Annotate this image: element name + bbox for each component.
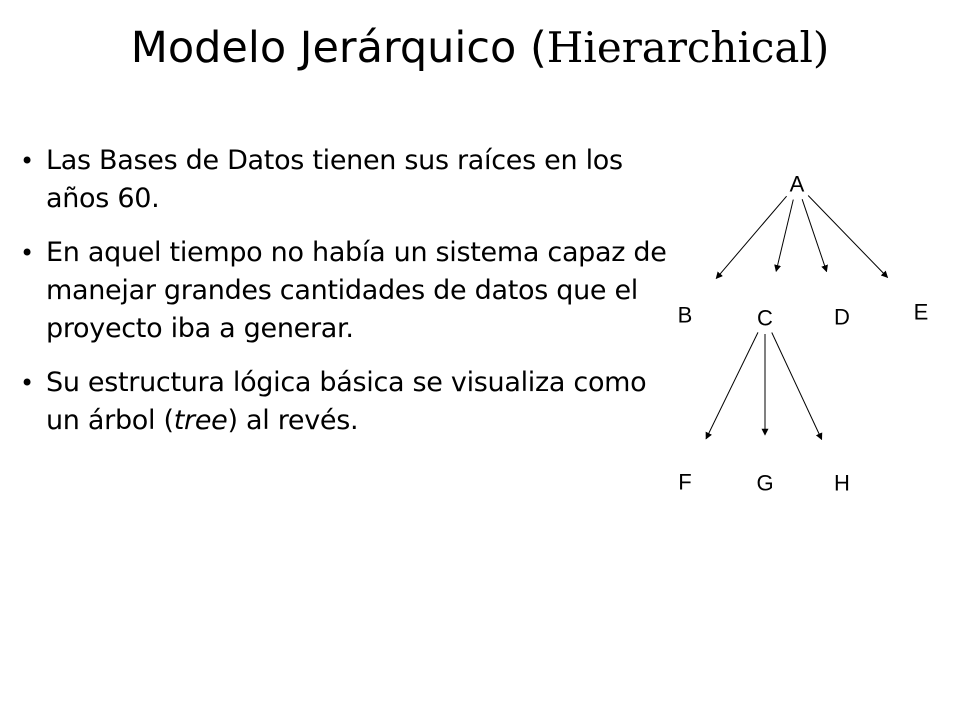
hierarchy-tree-diagram: A B C D E F G H [678, 172, 929, 496]
tree-node-e: E [914, 300, 929, 325]
tree-edge-a-e [807, 195, 889, 279]
bullet-item: • Las Bases de Datos tienen sus raíces en… [20, 142, 676, 218]
bullet-text: En aquel tiempo no había un sistema capa… [46, 237, 667, 344]
tree-node-a: A [790, 172, 805, 197]
tree-node-h: H [834, 471, 850, 496]
tree-edge-a-c [774, 199, 794, 272]
tree-node-d: D [834, 305, 850, 330]
bullet-dot-icon: • [20, 369, 34, 397]
bullet-item: • Su estructura lógica básica se visualiz… [20, 364, 676, 440]
bullet-dot-icon: • [20, 147, 34, 175]
title-main: Modelo Jerárquico ( [130, 23, 547, 73]
tree-node-c: C [757, 306, 773, 331]
slide-title: Modelo Jerárquico (Hierarchical) [0, 18, 960, 78]
title-serif-word: Hierarchical [546, 23, 813, 72]
bullet-text: Las Bases de Datos tienen sus raíces en … [46, 145, 623, 214]
bullet-text: Su estructura lógica básica se visualiza… [46, 367, 647, 436]
bullet-dot-icon: • [20, 239, 34, 267]
tree-node-f: F [678, 470, 691, 495]
bullet-item: • En aquel tiempo no había un sistema cap… [20, 234, 676, 348]
tree-edge-a-d [801, 198, 828, 273]
bullet-text-italic: tree [173, 405, 228, 436]
tree-node-b: B [678, 303, 693, 328]
tree-edge-a-b [715, 195, 787, 280]
title-close-paren: ) [812, 23, 830, 72]
tree-nodes: A B C D E F G H [678, 172, 929, 496]
tree-edges [705, 195, 889, 441]
tree-node-g: G [756, 471, 773, 496]
tree-edge-c-h [771, 332, 823, 441]
bullet-text: ) al revés. [227, 405, 359, 436]
bullet-list: • Las Bases de Datos tienen sus raíces en… [20, 142, 676, 456]
tree-edge-c-f [705, 332, 759, 440]
